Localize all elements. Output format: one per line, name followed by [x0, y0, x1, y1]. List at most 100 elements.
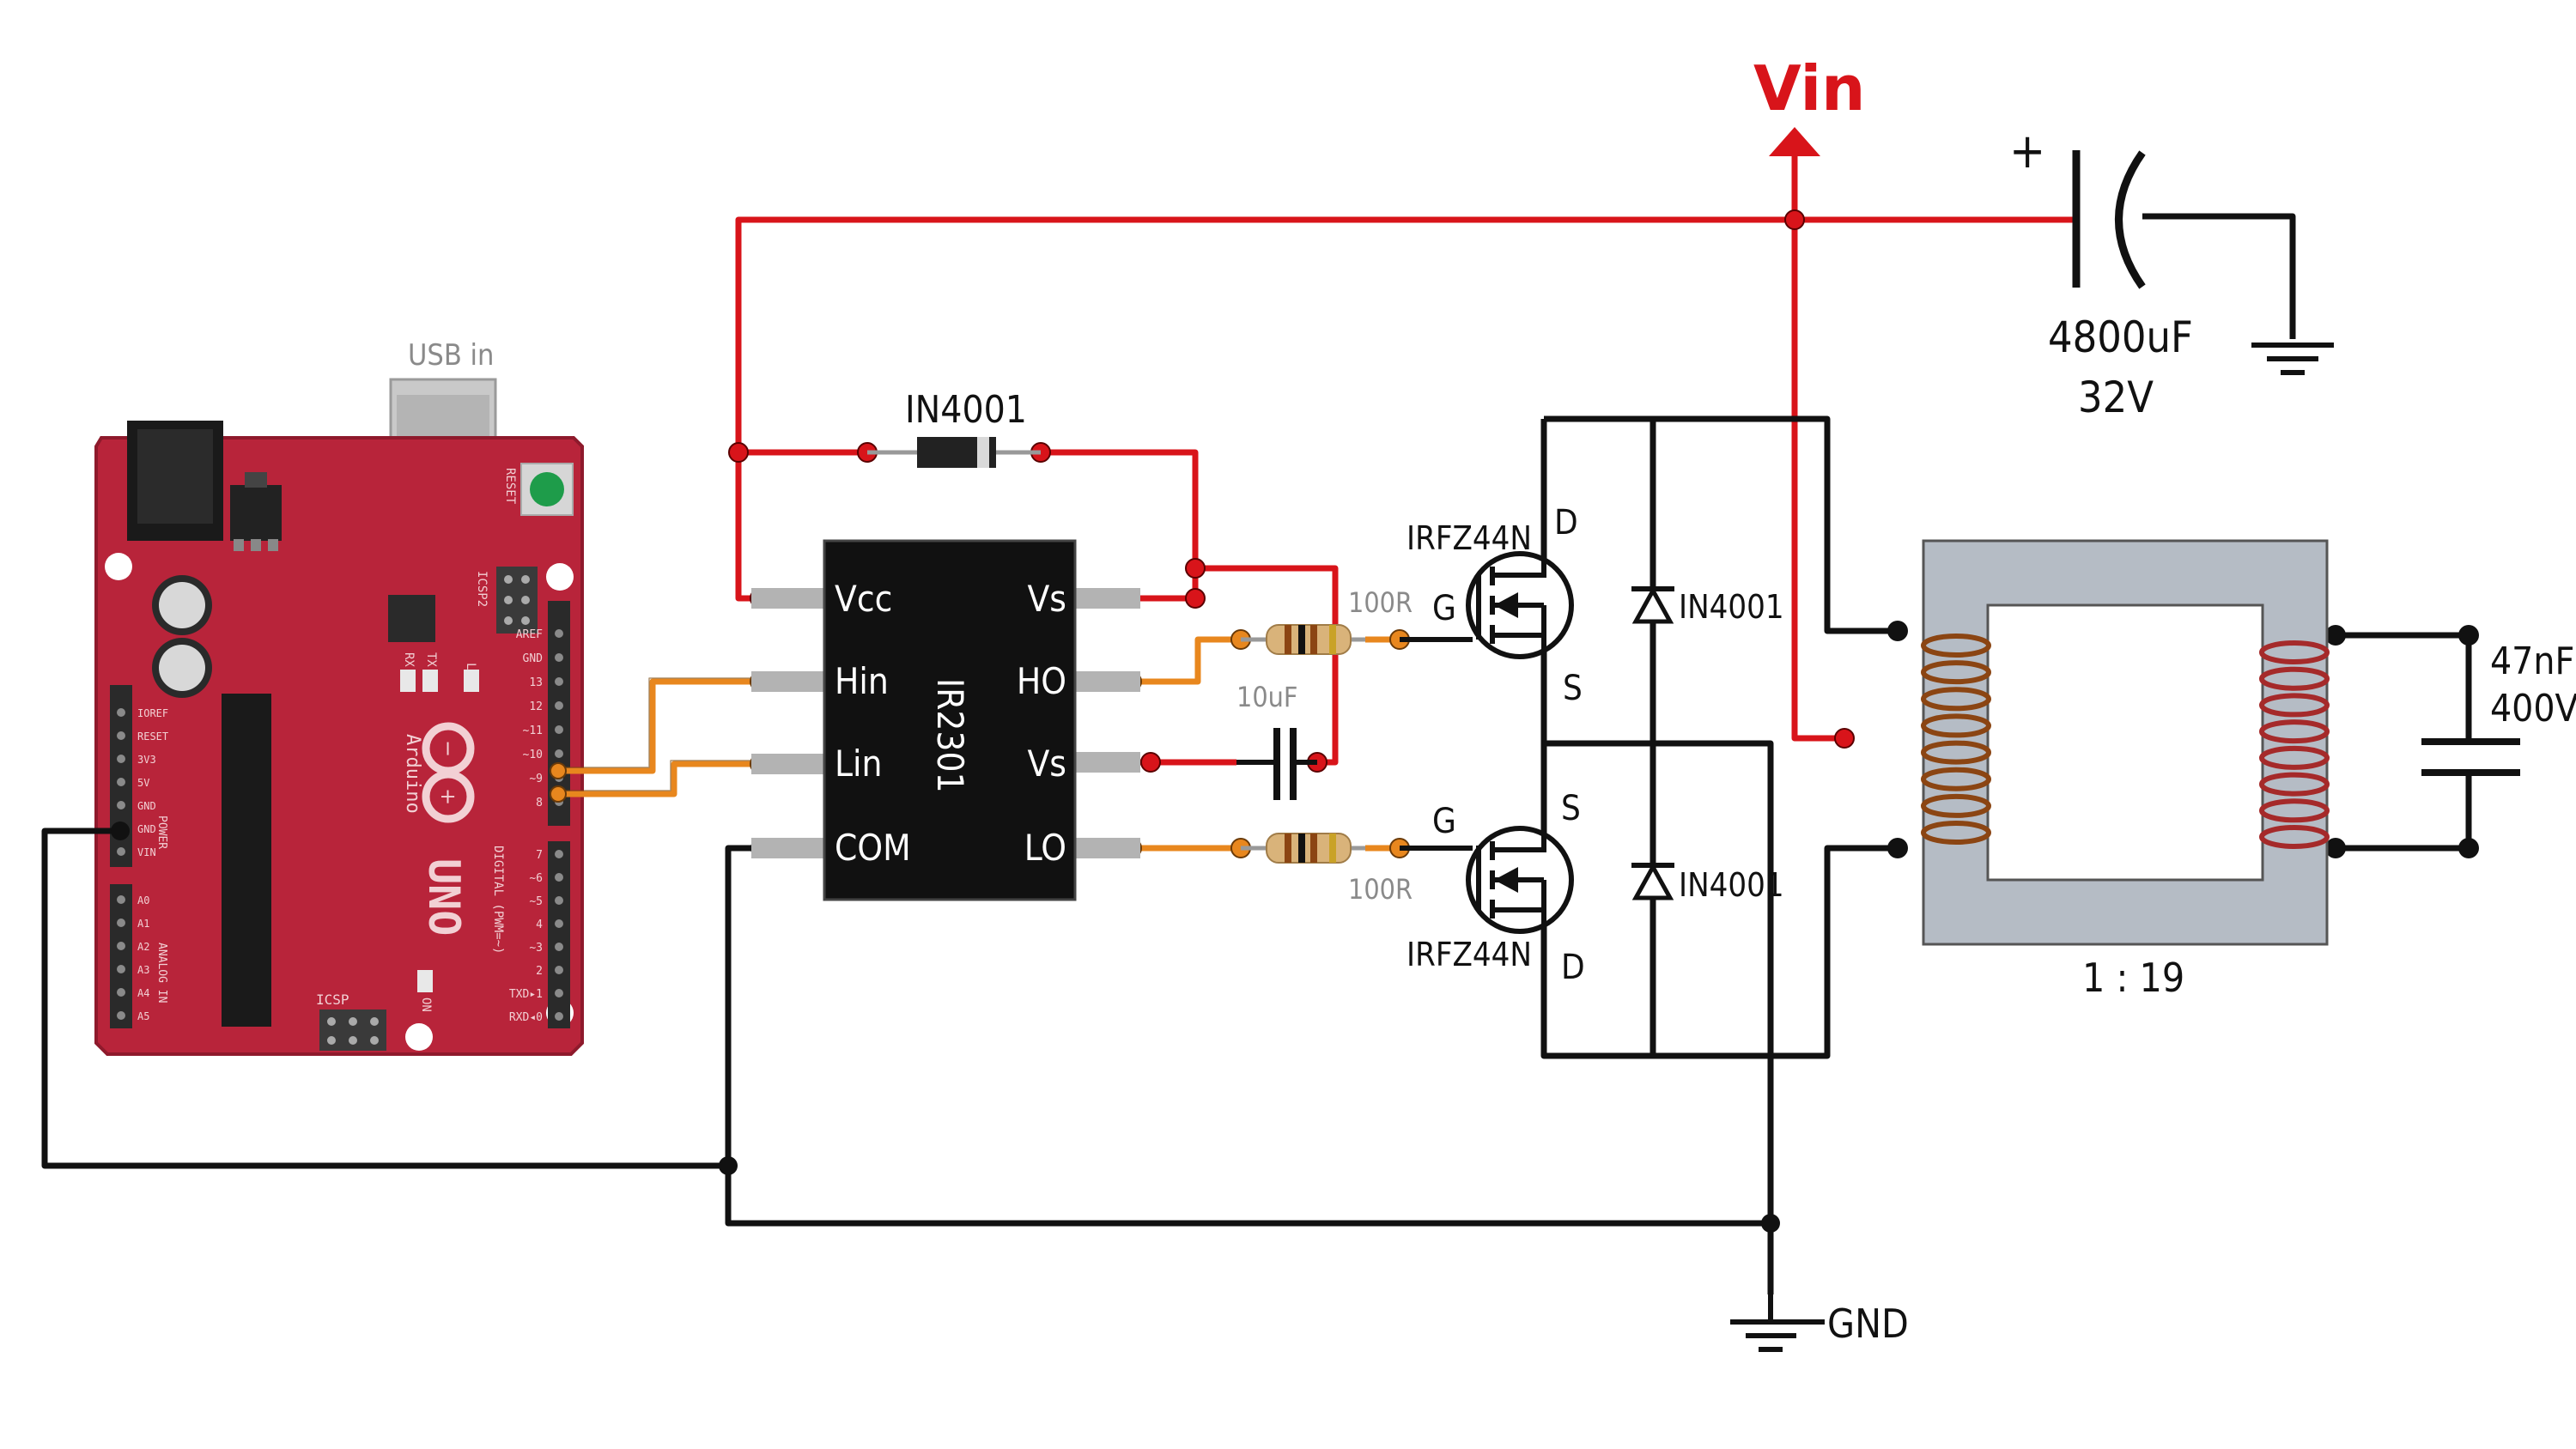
arduino-gnd-loop: [41, 828, 728, 1169]
primary-winding: [1921, 634, 1991, 845]
ic-pin-lin: [751, 754, 829, 774]
winding-turn: [1921, 767, 1991, 791]
icsp-label: ICSP: [316, 991, 349, 1008]
mosfet-bottom-gate: G: [1432, 802, 1456, 841]
analog-pin-label: A2: [137, 941, 149, 953]
analog-pin-label: A3: [137, 964, 149, 976]
reset-button-cap: [530, 472, 564, 506]
winding-turn: [2259, 745, 2330, 770]
header-pin-hole: [555, 725, 563, 734]
secondary-bottom: [2336, 773, 2472, 852]
mosfet-top: [1400, 528, 1574, 687]
mosfet-top-gate: G: [1432, 589, 1456, 628]
svg-text:−: −: [436, 740, 460, 757]
icsp-header: [319, 1009, 386, 1051]
svg-text:+: +: [436, 788, 460, 805]
winding-turn: [2259, 719, 2330, 744]
ic-pin-label-vcc: Vcc: [835, 578, 892, 620]
on-label: ON: [419, 997, 433, 1012]
vs-to-cap: [1195, 565, 1339, 766]
digital-pin-label: 12: [529, 700, 543, 713]
header-pin-hole: [117, 942, 125, 950]
power-pin-label: GND: [137, 800, 156, 812]
power-pin-label: IOREF: [137, 707, 168, 719]
arduino-pcb: [94, 436, 584, 1056]
digital-pin-label: 7: [536, 849, 543, 862]
ic-pin-label-ho: HO: [1017, 660, 1066, 702]
header-pin-hole: [555, 629, 563, 638]
mosfet-top-drain: D: [1554, 503, 1578, 543]
header-pin-hole: [117, 919, 125, 927]
diode-low-label: IN4001: [1679, 866, 1784, 904]
digital-pin-label: 2: [536, 965, 543, 978]
header-pin-hole: [555, 749, 563, 758]
vin-bus: [735, 216, 1795, 602]
ic-pin-vs2: [1072, 752, 1140, 773]
power-pin-label: VIN: [137, 846, 156, 858]
ic-pin-label-hin: Hin: [835, 660, 889, 702]
winding-turn: [2259, 693, 2330, 718]
transformer-core: [1922, 539, 2329, 946]
ic-pin-label-vs1: Vs: [1027, 578, 1066, 620]
res-bottom-label: 100R: [1348, 873, 1413, 906]
output-capacitor: [2421, 738, 2520, 776]
output-cap-value: 47nF: [2490, 640, 2574, 683]
header-pin-hole: [555, 1012, 563, 1021]
mosfet-top-label: IRFZ44N: [1406, 519, 1532, 557]
header-pin-hole: [117, 708, 125, 717]
gnd-label: GND: [1827, 1300, 1909, 1347]
header-pin-hole: [555, 943, 563, 951]
analog-pin-label: A1: [137, 918, 149, 930]
header-pin-hole: [555, 966, 563, 974]
header-pin-hole: [555, 989, 563, 997]
arduino-model: UNO: [419, 858, 469, 936]
pin9-to-lin: [558, 761, 760, 797]
digital-pin-label: ~11: [523, 724, 543, 737]
bigcap-to-gnd: [2142, 213, 2296, 339]
mosfet-bottom-drain: D: [1561, 948, 1585, 987]
signal-wires-outline: [558, 677, 760, 791]
ic-body: [823, 539, 1077, 901]
digital-pin-label: 13: [529, 676, 543, 689]
power-pin-label: GND: [137, 823, 156, 835]
tx-label: TX: [424, 652, 438, 667]
bootstrap-diode: [867, 437, 1041, 468]
ic-pin-vs1: [1072, 588, 1140, 609]
transformer: [1921, 539, 2330, 946]
winding-turn: [2259, 825, 2330, 849]
winding-turn: [2259, 798, 2330, 823]
bridge-mid: [1544, 740, 1774, 1223]
mosfet-top-source: S: [1563, 669, 1583, 708]
digital-pin-label: ~6: [529, 872, 543, 885]
arduino-board: − + Arduino UNO RESET ICSP2 TX RX L ON I…: [94, 378, 584, 1056]
header-pin-hole: [117, 801, 125, 809]
output-cap-voltage: 400V: [2490, 687, 2576, 731]
digital-pin-label: GND: [523, 652, 544, 665]
winding-turn: [1921, 687, 1991, 712]
usb-in-label: USB in: [408, 338, 494, 373]
ho-to-res: [1132, 636, 1241, 685]
bulk-capacitor: [2005, 150, 2146, 289]
winding-turn: [2259, 666, 2330, 691]
l-label: L: [464, 663, 477, 670]
arduino-logo: − +: [422, 722, 475, 823]
ic-pin-label-vs2: Vs: [1027, 743, 1066, 785]
digital-pin-label: 8: [536, 797, 543, 809]
bulk-cap-voltage: 32V: [2078, 373, 2154, 422]
ground-symbol-bulk: [2251, 343, 2334, 375]
mosfet-bottom-label: IRFZ44N: [1406, 936, 1532, 973]
vin-riser: [1791, 156, 1844, 742]
digital-pin-label: AREF: [516, 628, 543, 641]
vin-label: Vin: [1753, 52, 1865, 124]
analog-pin-label: A4: [137, 987, 149, 999]
header-pin-hole: [555, 677, 563, 686]
power-label: POWER: [155, 815, 168, 849]
icsp2-label: ICSP2: [475, 571, 489, 607]
header-pin-hole: [117, 778, 125, 786]
winding-turn: [2259, 640, 2330, 664]
power-pin-label: RESET: [137, 731, 168, 743]
winding-turn: [1921, 713, 1991, 738]
diode-low: [1631, 862, 1674, 900]
winding-turn: [1921, 660, 1991, 685]
